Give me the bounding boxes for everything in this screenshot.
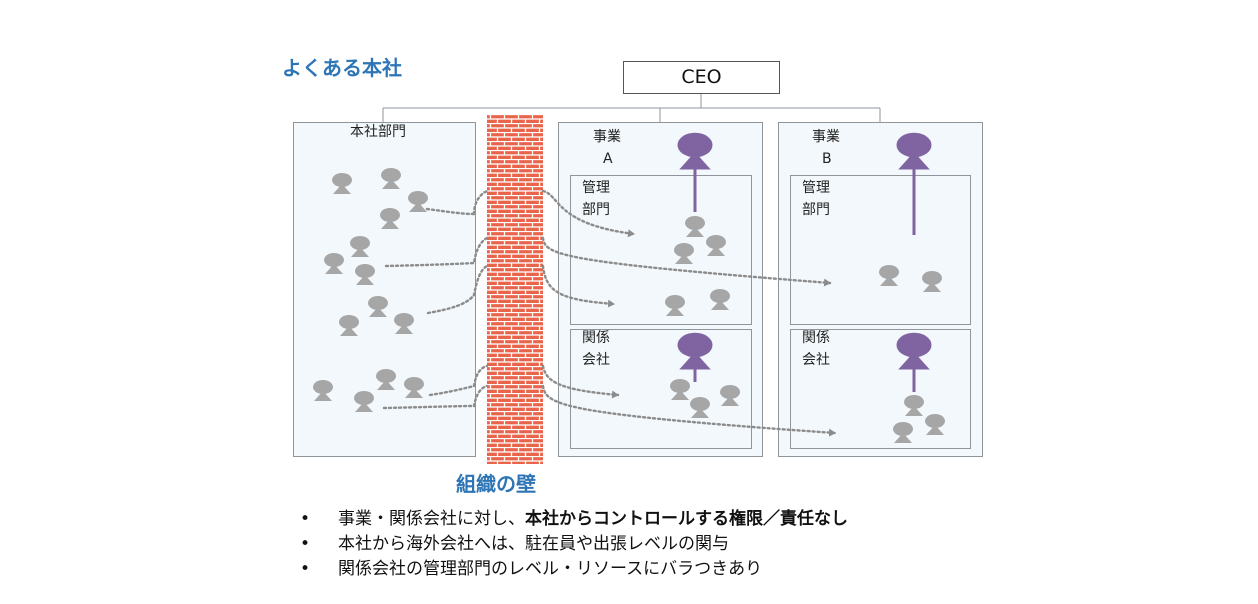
bullet-dot: • — [300, 534, 311, 554]
bullet-item-3: • 関係会社の管理部門のレベル・リソースにバラつきあり — [300, 557, 848, 582]
dotted-arrow-3 — [426, 264, 614, 315]
bullet-list: • 事業・関係会社に対し、本社からコントロールする権限／責任なし • 本社から海外会… — [300, 507, 848, 582]
person-icon — [922, 271, 942, 292]
bullet-2-text: 本社から海外会社へは、駐在員や出張レベルの関与 — [338, 534, 729, 554]
person-icon — [720, 385, 740, 406]
business-a-label-line1: 事業 — [593, 129, 621, 145]
dotted-arrow-4 — [428, 364, 618, 395]
person-icon — [674, 243, 694, 264]
page-title: よくある本社 — [282, 56, 402, 80]
person-icon — [893, 422, 913, 443]
bullet-1-emphasis: 本社からコントロールする権限／責任なし — [525, 509, 848, 529]
bullet-item-2: • 本社から海外会社へは、駐在員や出張レベルの関与 — [300, 532, 848, 557]
leader-person-icon — [677, 132, 713, 170]
org-connector-lines — [382, 94, 881, 122]
bullet-3-text: 関係会社の管理部門のレベル・リソースにバラつきあり — [338, 559, 763, 579]
person-icon — [376, 369, 396, 390]
person-icon — [355, 264, 375, 285]
person-icon — [380, 208, 400, 229]
business-b-admin-box — [790, 175, 971, 325]
ceo-box: CEO — [623, 61, 780, 94]
business-a-affiliate-label-line1: 関係 — [582, 330, 610, 346]
person-icon — [670, 379, 690, 400]
person-icon — [350, 236, 370, 257]
hq-department-label: 本社部門 — [350, 124, 406, 140]
person-icon — [690, 397, 710, 418]
person-icon — [925, 414, 945, 435]
person-icon — [904, 395, 924, 416]
person-icon — [324, 253, 344, 274]
people-figures — [313, 132, 945, 443]
bullet-item-1: • 事業・関係会社に対し、本社からコントロールする権限／責任なし — [300, 507, 848, 532]
business-b-affiliate-label-line1: 関係 — [802, 330, 830, 346]
person-icon — [710, 289, 730, 310]
dotted-arrow-1 — [425, 189, 634, 234]
business-a-affiliate-label-line2: 会社 — [582, 352, 610, 368]
business-b-affiliate-box — [790, 329, 971, 449]
person-icon — [706, 235, 726, 256]
bullet-dot: • — [300, 509, 311, 529]
person-icon — [313, 380, 333, 401]
person-icon — [332, 173, 352, 194]
person-icon — [354, 391, 374, 412]
leader-person-icon — [896, 332, 932, 370]
person-icon — [879, 265, 899, 286]
person-icon — [685, 216, 705, 237]
business-a-admin-label-line1: 管理 — [582, 180, 610, 196]
business-b-affiliate-label-line2: 会社 — [802, 352, 830, 368]
leader-lines — [693, 168, 916, 392]
business-b-admin-label-line2: 部門 — [802, 202, 830, 218]
dotted-arrow-5 — [382, 384, 835, 433]
dotted-arrows — [382, 189, 835, 433]
business-b-admin-label-line1: 管理 — [802, 180, 830, 196]
business-a-label-line2: A — [603, 151, 613, 167]
person-icon — [408, 191, 428, 212]
bullet-dot: • — [300, 559, 311, 579]
business-a-admin-label-line2: 部門 — [582, 202, 610, 218]
person-icon — [665, 295, 685, 316]
person-icon — [339, 315, 359, 336]
dotted-arrow-2 — [384, 236, 830, 283]
wall-label: 組織の壁 — [456, 472, 536, 496]
person-icon — [404, 377, 424, 398]
business-b-label-line1: 事業 — [812, 129, 840, 145]
business-b-label-line2: B — [822, 151, 832, 167]
bullet-1-text: 事業・関係会社に対し、 — [338, 509, 525, 529]
leader-person-icon — [896, 132, 932, 170]
person-icon — [381, 168, 401, 189]
organizational-wall — [487, 114, 543, 464]
leader-person-icon — [677, 332, 713, 370]
person-icon — [394, 313, 414, 334]
person-icon — [368, 296, 388, 317]
